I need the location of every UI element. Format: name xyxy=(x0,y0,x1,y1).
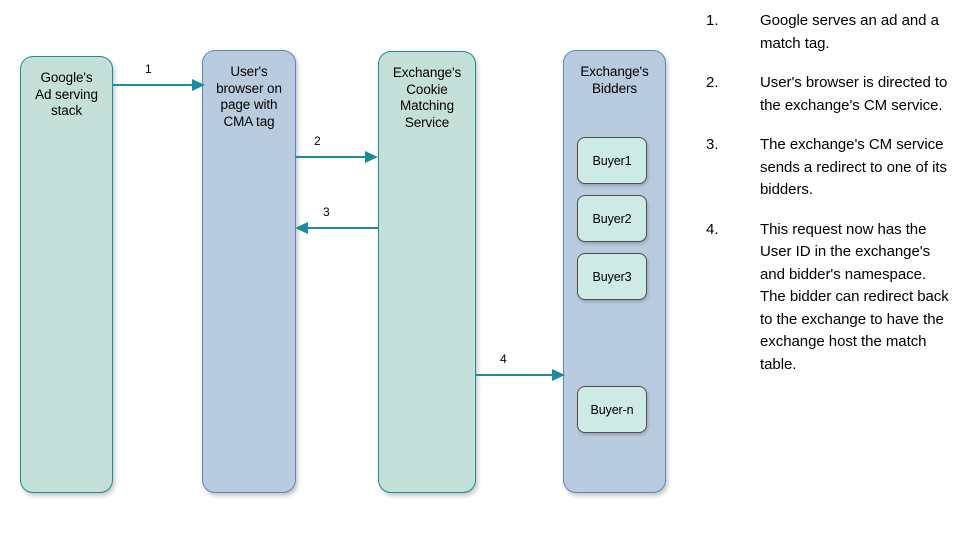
arrow-1-line xyxy=(112,84,192,87)
arrow-2-head-icon xyxy=(365,150,378,163)
buyer-3-label: Buyer3 xyxy=(592,270,632,284)
arrow-3-head-icon xyxy=(295,221,308,234)
step-1-text: Google serves an ad and a match tag. xyxy=(760,12,939,52)
arrow-1-head-icon xyxy=(192,78,205,91)
step-2-text: User's browser is directed to the exchan… xyxy=(760,74,948,114)
buyer-2-label: Buyer2 xyxy=(592,212,632,226)
list-item: 3. The exchange's CM service sends a red… xyxy=(706,134,954,202)
arrow-3-line xyxy=(308,227,378,230)
steps-list: 1. Google serves an ad and a match tag. … xyxy=(706,10,954,393)
arrow-4-label: 4 xyxy=(500,352,507,366)
arrow-2-line xyxy=(295,156,365,159)
list-item: 4. This request now has the User ID in t… xyxy=(706,219,954,377)
buyer-box-n[interactable]: Buyer-n xyxy=(577,386,647,433)
arrow-3-label: 3 xyxy=(323,205,330,219)
arrow-4-head-icon xyxy=(552,368,565,381)
arrow-2-label: 2 xyxy=(314,134,321,148)
list-item: 1. Google serves an ad and a match tag. xyxy=(706,10,954,55)
step-4-number: 4. xyxy=(706,220,719,238)
step-4-text: This request now has the User ID in the … xyxy=(760,220,949,373)
step-1-number: 1. xyxy=(706,12,719,29)
step-3-text: The exchange's CM service sends a redire… xyxy=(760,136,947,198)
buyer-1-label: Buyer1 xyxy=(592,154,632,168)
arrow-1-label: 1 xyxy=(145,62,152,76)
step-3-number: 3. xyxy=(706,136,719,153)
buyer-box-2[interactable]: Buyer2 xyxy=(577,195,647,242)
list-item: 2. User's browser is directed to the exc… xyxy=(706,72,954,117)
buyer-box-1[interactable]: Buyer1 xyxy=(577,137,647,184)
buyer-box-3[interactable]: Buyer3 xyxy=(577,253,647,300)
buyer-n-label: Buyer-n xyxy=(590,403,634,417)
arrow-4-line xyxy=(476,374,552,377)
step-2-number: 2. xyxy=(706,74,719,91)
